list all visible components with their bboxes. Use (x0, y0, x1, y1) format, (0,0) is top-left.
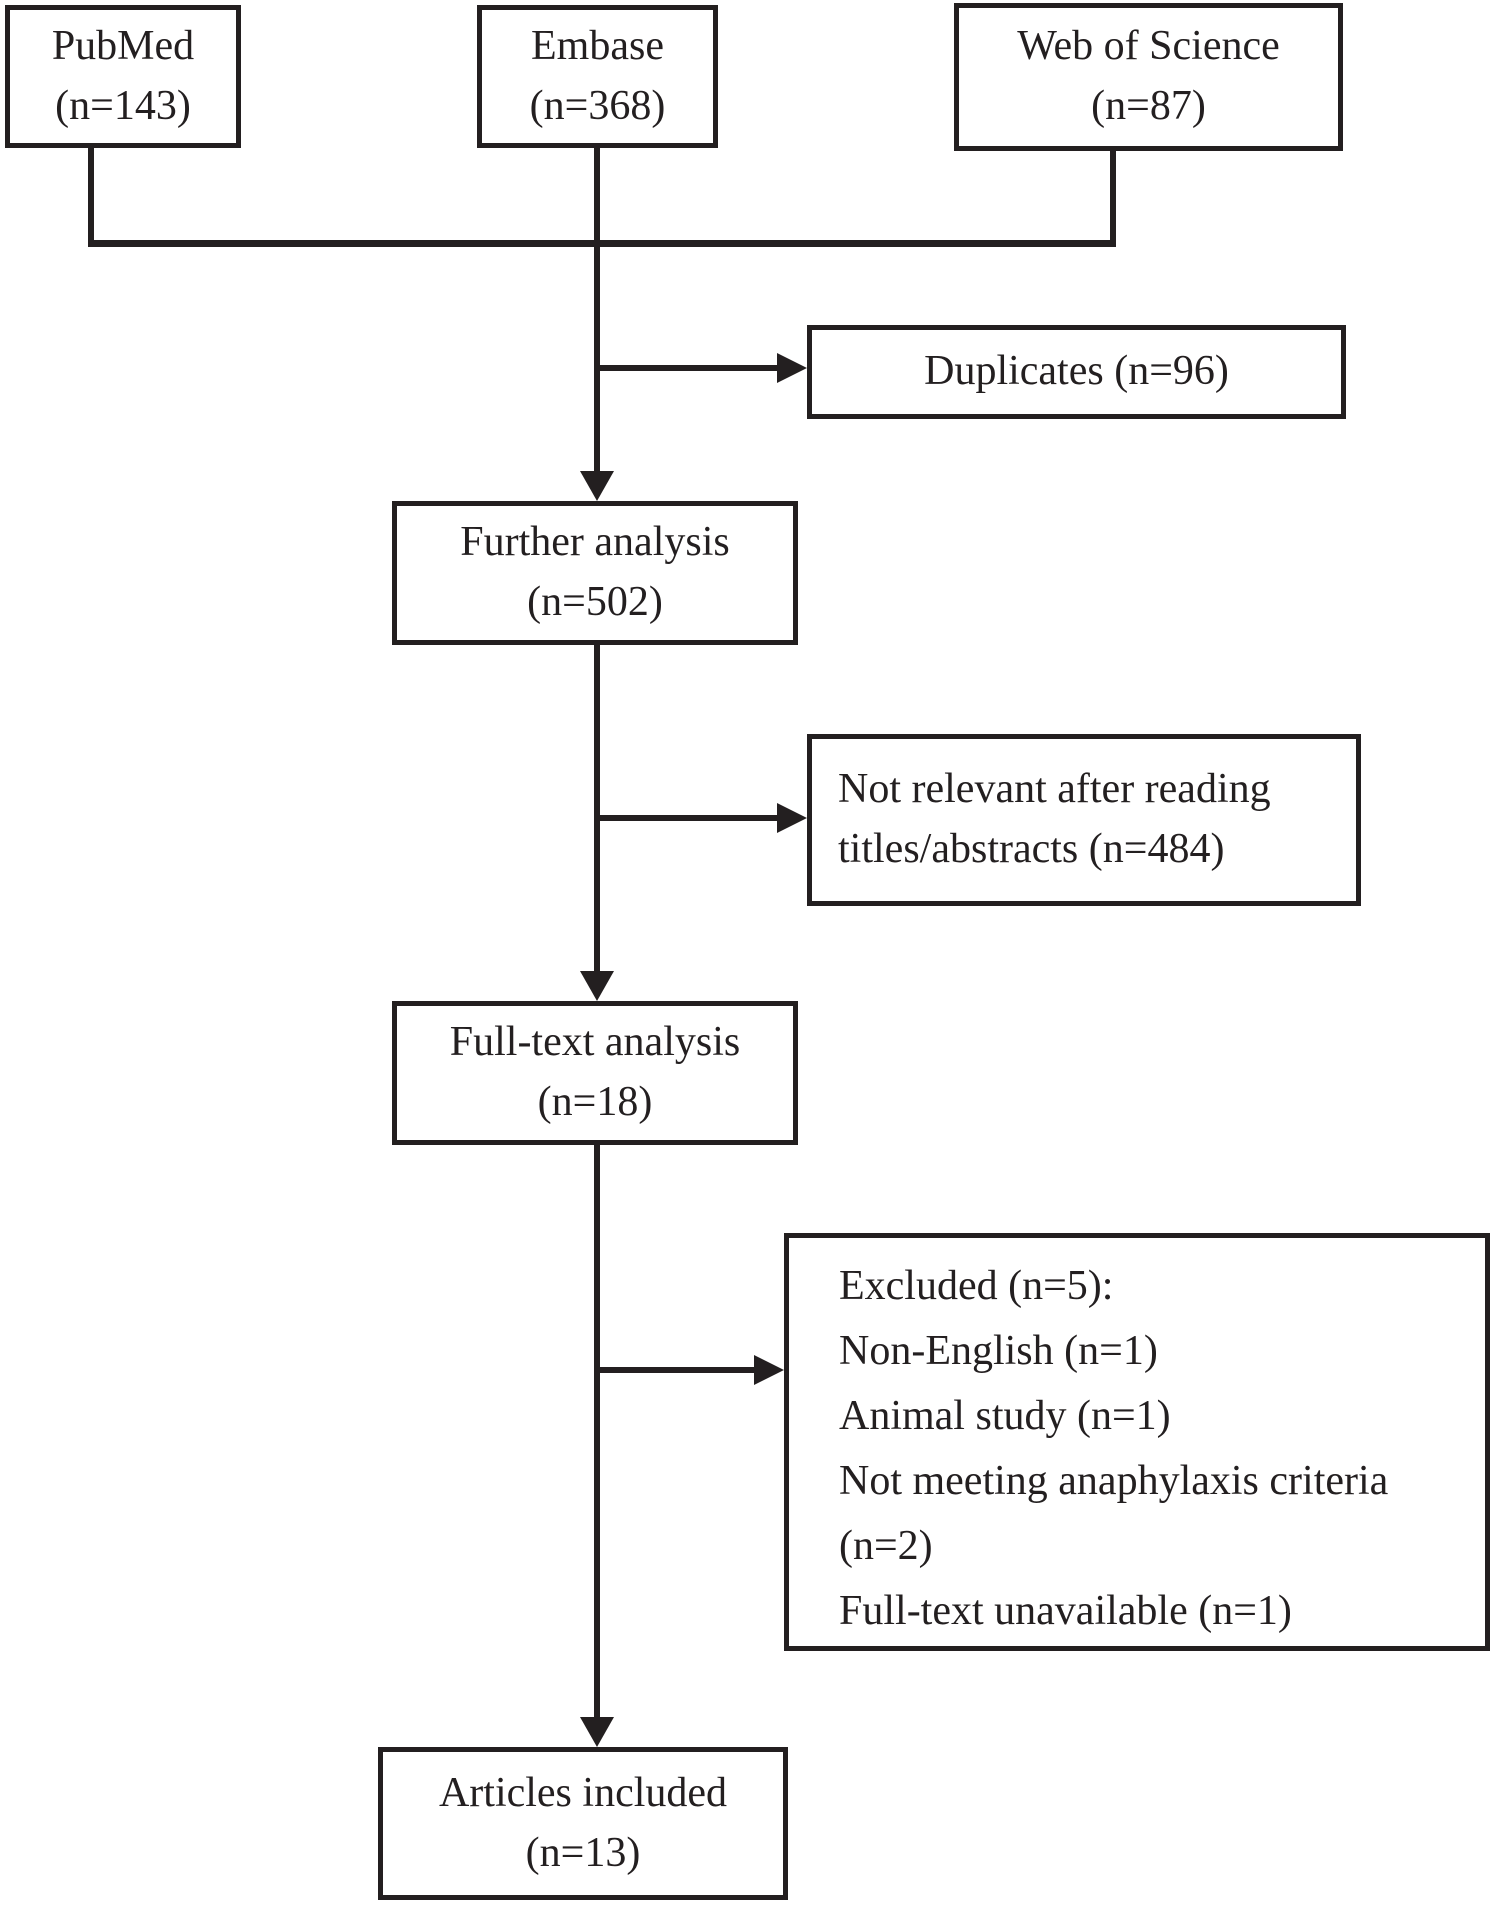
connector-spine-to-included-line (594, 1145, 600, 1717)
connector-spine-to-further-analysis-line (594, 148, 600, 471)
excluded-reason-full-text-unavailable: Full-text unavailable (n=1) (839, 1588, 1292, 1634)
articles-included-count: (n=13) (525, 1829, 641, 1876)
excluded-reason-anaphylaxis-criteria: Not meeting anaphylaxis criteria (839, 1458, 1389, 1504)
web-of-science-source-box: Web of Science (n=87) (954, 3, 1343, 151)
excluded-reason-anaphylaxis-criteria-count: (n=2) (839, 1523, 933, 1569)
duplicates-box: Duplicates (n=96) (807, 325, 1346, 419)
connector-branch-excluded-line (597, 1367, 754, 1373)
down-arrowhead-further-analysis-icon (580, 471, 614, 501)
further-analysis-count: (n=502) (527, 579, 663, 625)
connector-pubmed-stub-line (88, 148, 94, 247)
pubmed-label: PubMed (51, 22, 195, 69)
embase-label: Embase (531, 22, 664, 69)
connector-branch-duplicates-line (597, 365, 777, 371)
not-relevant-line-2: titles/abstracts (n=484) (838, 826, 1225, 872)
duplicates-label: Duplicates (n=96) (924, 348, 1229, 395)
embase-source-box: Embase (n=368) (477, 5, 718, 148)
not-relevant-box: Not relevant after reading titles/abstra… (807, 734, 1361, 906)
connector-spine-to-full-text-line (594, 645, 600, 971)
articles-included-box: Articles included (n=13) (378, 1747, 788, 1900)
articles-included-label: Articles included (438, 1769, 728, 1816)
full-text-analysis-label: Full-text analysis (449, 1019, 741, 1066)
connector-branch-not-relevant-line (597, 815, 777, 821)
full-text-analysis-box: Full-text analysis (n=18) (392, 1001, 798, 1145)
right-arrowhead-excluded-icon (754, 1355, 784, 1385)
excluded-reason-non-english: Non-English (n=1) (839, 1328, 1158, 1374)
connector-web-of-science-stub-line (1110, 151, 1116, 247)
full-text-analysis-count: (n=18) (537, 1079, 653, 1125)
not-relevant-line-1: Not relevant after reading (838, 766, 1271, 813)
excluded-reason-animal-study: Animal study (n=1) (839, 1393, 1171, 1439)
down-arrowhead-articles-included-icon (580, 1717, 614, 1747)
right-arrowhead-duplicates-icon (777, 353, 807, 383)
pubmed-count: (n=143) (55, 82, 191, 129)
pubmed-source-box: PubMed (n=143) (5, 5, 241, 148)
connector-merge-line (88, 240, 1116, 247)
excluded-header: Excluded (n=5): (839, 1263, 1114, 1309)
web-of-science-count: (n=87) (1091, 83, 1206, 129)
further-analysis-box: Further analysis (n=502) (392, 501, 798, 645)
embase-count: (n=368) (529, 82, 666, 129)
excluded-box: Excluded (n=5): Non-English (n=1) Animal… (784, 1233, 1490, 1651)
right-arrowhead-not-relevant-icon (777, 803, 807, 833)
further-analysis-label: Further analysis (460, 519, 730, 566)
web-of-science-label: Web of Science (1017, 23, 1280, 70)
down-arrowhead-full-text-analysis-icon (580, 971, 614, 1001)
